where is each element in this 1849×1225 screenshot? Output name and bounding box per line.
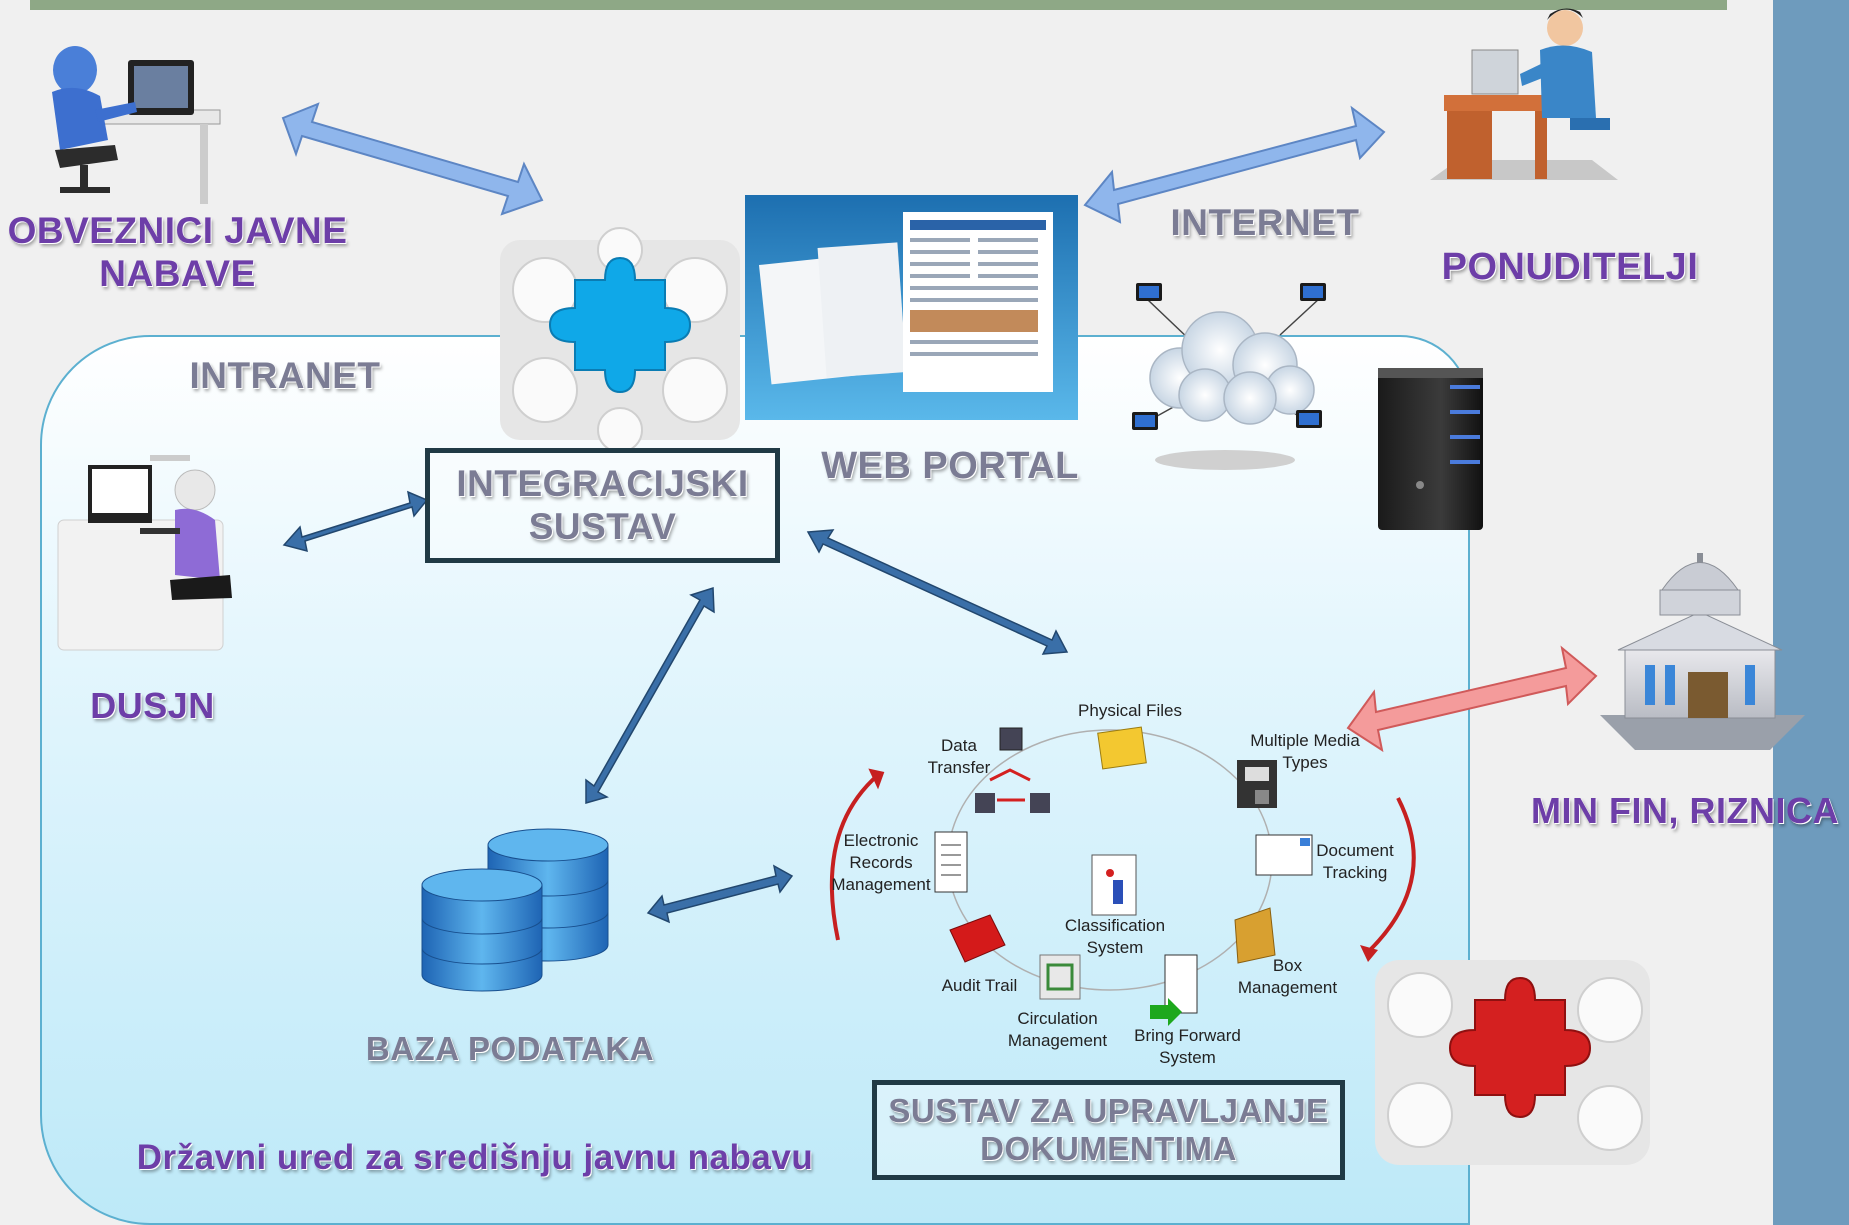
ponuditelji-label: PONUDITELJI <box>1441 246 1699 288</box>
circulation-icon <box>1039 954 1081 1000</box>
database-icon <box>421 828 609 992</box>
electronic-records-label: Electronic Records Management <box>831 831 931 895</box>
arrow-dusjn-integracijski <box>282 490 429 553</box>
multiple-media-label: Multiple Media Types <box>1250 731 1360 773</box>
arrow-integracijski-baza <box>585 586 715 804</box>
minfin-label: MIN FIN, RIZNICA <box>1531 790 1839 831</box>
electronic-records-icon <box>934 831 968 893</box>
internet-cloud-icon <box>1132 283 1326 470</box>
arrow-ponuditelji-portal <box>1083 105 1386 224</box>
data-transfer-label: Data Transfer <box>927 736 991 778</box>
bring-forward-label: Bring Forward System <box>1134 1026 1241 1068</box>
red-puzzle-image <box>1375 960 1650 1165</box>
integracijski-label: INTEGRACIJSKI SUSTAV <box>456 462 749 547</box>
web-portal-screenshot <box>745 195 1078 420</box>
drzavni-ured-label: Državni ured za središnju javnu nabavu <box>136 1138 814 1177</box>
right-side-bar <box>1773 0 1849 1225</box>
ponuditelji-user-icon <box>1430 8 1618 180</box>
ministry-building-icon <box>1600 553 1805 750</box>
sustav-upravljanje-label: SUSTAV ZA UPRAVLJANJE DOKUMENTIMA <box>888 1092 1329 1167</box>
audit-trail-label: Audit Trail <box>941 976 1018 995</box>
classification-label: Classification System <box>1064 916 1166 958</box>
circulation-label: Circulation Management <box>1007 1009 1108 1051</box>
arrow-integracijski-records <box>806 529 1069 655</box>
top-band <box>30 0 1727 10</box>
baza-label: BAZA PODATAKA <box>365 1030 655 1067</box>
data-transfer-icon <box>999 727 1023 751</box>
obveznici-label: OBVEZNICI JAVNE NABAVE <box>7 210 348 294</box>
integracijski-box: INTEGRACIJSKI SUSTAV <box>425 448 780 563</box>
box-management-icon <box>1234 907 1276 964</box>
document-tracking-label: Document Tracking <box>1316 841 1394 883</box>
dusjn-user-icon <box>57 455 232 651</box>
arrow-baza-records <box>646 864 794 924</box>
arrow-obveznici-portal <box>281 102 544 216</box>
box-management-label: Box Management <box>1237 956 1338 998</box>
obveznici-user-icon <box>52 46 221 204</box>
intranet-zone <box>40 335 1470 1225</box>
sustav-upravljanje-box: SUSTAV ZA UPRAVLJANJE DOKUMENTIMA <box>872 1080 1345 1180</box>
audit-trail-icon <box>949 914 1006 963</box>
records-cycle-diagram <box>829 726 1416 1026</box>
web-portal-label: WEB PORTAL <box>821 445 1079 487</box>
intranet-label: INTRANET <box>189 355 381 396</box>
internet-label: INTERNET <box>1170 202 1360 243</box>
physical-files-label: Physical Files <box>1078 701 1182 720</box>
arrow-minfin-records <box>1346 645 1598 753</box>
dusjn-label: DUSJN <box>90 685 215 726</box>
blue-puzzle-image <box>500 227 740 453</box>
server-icon <box>1378 368 1483 530</box>
physical-files-icon <box>1097 726 1147 770</box>
